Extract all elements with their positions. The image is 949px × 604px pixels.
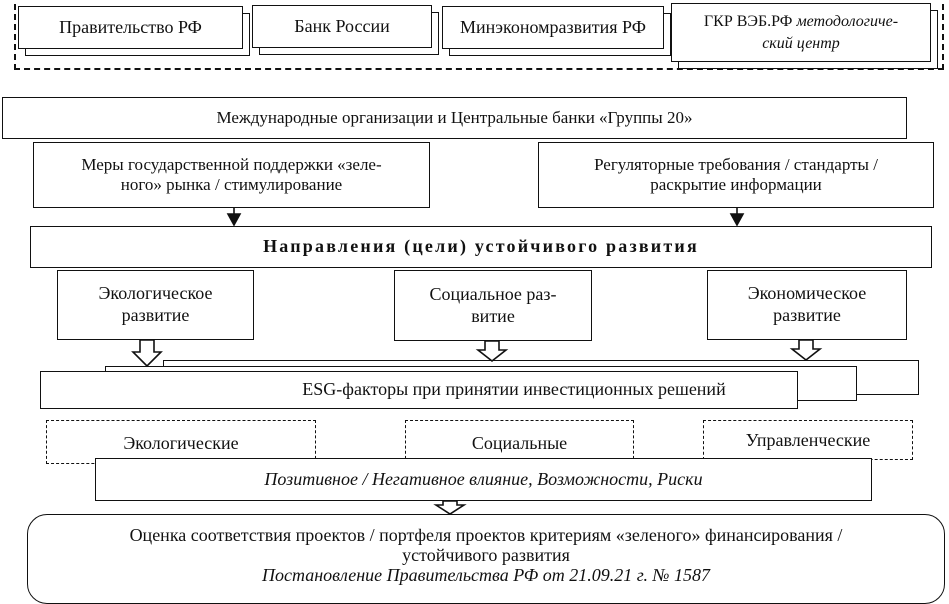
central-bank-label: Банк России — [294, 15, 390, 36]
economic-development-line-2: развитие — [773, 305, 841, 325]
decree-reference: Постановление Правительства РФ от 21.09.… — [262, 565, 710, 586]
impact-to-assessment-arrow — [433, 500, 467, 515]
assessment-line-2: устойчивого развития — [402, 545, 570, 566]
veb-role-part2: ский центр — [762, 34, 840, 52]
environmental-factors-box: Экологические — [46, 420, 316, 464]
veb-role-part1: методологиче- — [796, 12, 899, 30]
regulatory-to-directions-arrowhead — [729, 213, 745, 227]
veb-line-1: ГКР ВЭБ.РФ методологиче- — [704, 11, 898, 33]
impact-label: Позитивное / Негативное влияние, Возможн… — [264, 468, 703, 489]
economic-development-line-1: Экономическое — [747, 283, 867, 304]
ecological-development-line-1: Экологическое — [98, 283, 213, 304]
social-factors-label: Социальные — [471, 433, 568, 453]
esg-factors-box: ESG-факторы при принятии инвестиционных … — [40, 371, 798, 409]
veb-methodology-box: ГКР ВЭБ.РФ методологиче- ский центр — [671, 3, 931, 62]
social-development-line-2: витие — [471, 305, 515, 326]
government-box: Правительство РФ — [18, 6, 243, 49]
social-development-box: Социальное раз- витие — [394, 270, 592, 341]
economic-development-box: Экономическое развитие — [707, 270, 907, 340]
central-bank-box: Банк России — [252, 5, 432, 48]
ecological-development-box: Экологическое развитие — [57, 270, 254, 340]
economic-to-esg-arrow — [789, 339, 823, 362]
regulatory-requirements-box: Регуляторные требования / стандарты / ра… — [538, 142, 934, 208]
government-label: Правительство РФ — [59, 16, 202, 37]
esg-factors-label: ESG-факторы при принятии инвестиционных … — [302, 379, 726, 400]
support-measures-box: Меры государственной поддержки «зеле- но… — [33, 142, 430, 208]
ecological-development-line-2: развитие — [121, 305, 190, 325]
ecological-to-esg-arrow — [131, 339, 163, 368]
governance-factors-box: Управленческие — [703, 420, 913, 460]
support-to-directions-arrowhead — [226, 213, 242, 227]
environmental-factors-label: Экологические — [123, 433, 239, 453]
social-to-esg-arrow — [475, 340, 509, 363]
social-development-line-1: Социальное раз- — [429, 283, 557, 304]
sustainable-directions-box: Направления (цели) устойчивого развития — [30, 226, 932, 268]
regulatory-line-1: Регуляторные требования / стандарты / — [594, 154, 878, 174]
assessment-line-1: Оценка соответствия проектов / портфеля … — [129, 525, 843, 545]
ministry-box: Минэкономразвития РФ — [442, 6, 664, 49]
governance-factors-label: Управленческие — [745, 430, 871, 450]
international-orgs-box: Международные организации и Центральные … — [2, 97, 907, 139]
assessment-box: Оценка соответствия проектов / портфеля … — [27, 514, 945, 604]
sustainable-directions-label: Направления (цели) устойчивого развития — [263, 236, 699, 257]
regulatory-line-2: раскрытие информации — [650, 175, 822, 194]
ministry-label: Минэкономразвития РФ — [460, 16, 646, 37]
support-measures-line-2: ного» рынка / стимулирование — [120, 175, 343, 194]
veb-label: ГКР ВЭБ.РФ — [703, 12, 797, 30]
international-orgs-label: Международные организации и Центральные … — [216, 107, 693, 127]
support-measures-line-1: Меры государственной поддержки «зеле- — [81, 154, 382, 174]
regulators-container — [14, 0, 944, 70]
impact-box: Позитивное / Негативное влияние, Возможн… — [95, 458, 872, 501]
